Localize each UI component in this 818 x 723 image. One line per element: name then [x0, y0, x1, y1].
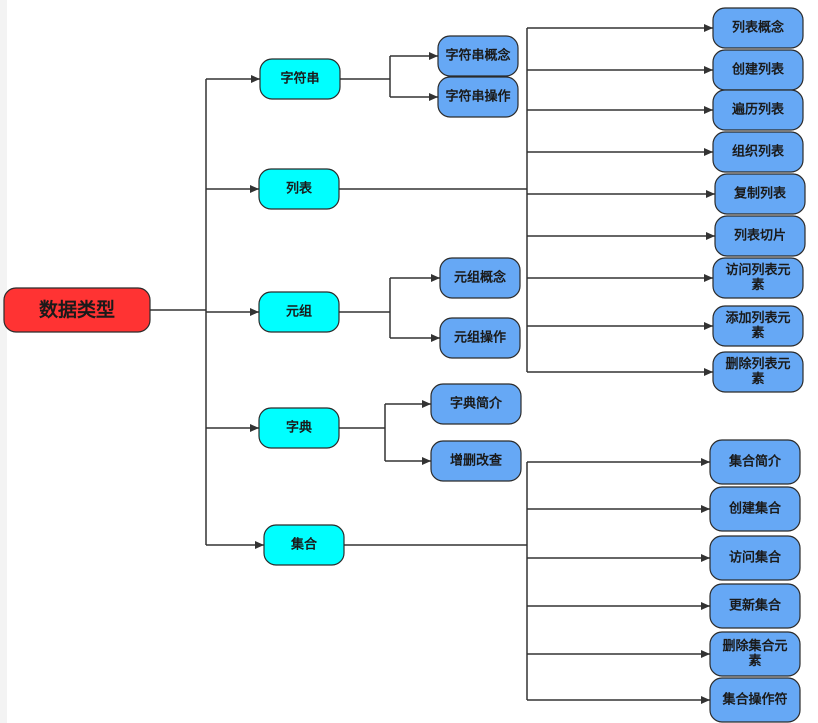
leaf-node[interactable]: 字符串操作 [437, 76, 519, 118]
leaf-node-shape [712, 305, 804, 347]
leaf-node-shape [709, 631, 801, 677]
branch-node-label: 字典 [286, 420, 312, 436]
leaf-node[interactable]: 列表概念 [712, 7, 804, 49]
leaf-node-shape [430, 383, 522, 425]
leaf-node-shape [712, 7, 804, 49]
leaf-node-shape [437, 35, 519, 77]
root-node-shape [3, 287, 151, 333]
leaf-node-label: 遍历列表 [731, 102, 785, 118]
leaf-node-label: 访问集合 [729, 550, 782, 566]
branch-node-shape [263, 524, 345, 566]
leaf-node-label: 删除集合元 [722, 638, 787, 654]
leaf-node[interactable]: 创建集合 [709, 486, 801, 532]
leaf-node-label: 字典简介 [450, 396, 503, 412]
leaf-node-shape [709, 583, 801, 629]
leaf-node[interactable]: 遍历列表 [712, 89, 804, 131]
leaf-node[interactable]: 复制列表 [714, 173, 806, 215]
branch-node[interactable]: 集合 [263, 524, 345, 566]
branch-node-label: 元组 [286, 304, 312, 320]
leaf-node-shape [709, 486, 801, 532]
leaf-node[interactable]: 列表切片 [714, 215, 806, 257]
leaf-node-label: 复制列表 [733, 186, 787, 202]
leaf-node-label: 创建集合 [728, 501, 782, 517]
leaf-node-label: 元组概念 [454, 270, 506, 286]
leaf-node-label: 素 [751, 325, 764, 341]
leaf-node-label: 组织列表 [732, 144, 785, 160]
branch-node[interactable]: 字典 [258, 407, 340, 449]
leaf-node-label: 添加列表元 [725, 310, 790, 326]
leaf-node-label: 增删改查 [450, 453, 503, 469]
leaf-node-shape [712, 131, 804, 173]
branch-node-label: 字符串 [280, 71, 319, 87]
leaf-node[interactable]: 字符串概念 [437, 35, 519, 77]
leaf-node[interactable]: 增删改查 [430, 440, 522, 482]
leaf-node-label: 创建列表 [731, 62, 785, 78]
leaf-node-label: 集合简介 [728, 454, 782, 470]
leaf-node-shape [712, 89, 804, 131]
leaf-node-label: 元组操作 [454, 330, 506, 346]
branch-node-label: 集合 [290, 537, 318, 553]
leaf-node-shape [430, 440, 522, 482]
leaf-node-label: 更新集合 [729, 598, 782, 614]
leaf-node-shape [709, 439, 801, 485]
leaf-node[interactable]: 访问集合 [709, 535, 801, 581]
root-node[interactable]: 数据类型 [3, 287, 151, 333]
connector-lines [150, 24, 715, 704]
leaf-node[interactable]: 集合简介 [709, 439, 801, 485]
leaf-node-label: 素 [751, 371, 764, 387]
leaf-node-label: 素 [748, 653, 761, 669]
leaf-node-shape [712, 351, 804, 393]
leaf-node[interactable]: 创建列表 [712, 49, 804, 91]
leaf-node[interactable]: 更新集合 [709, 583, 801, 629]
branch-node-shape [258, 407, 340, 449]
leaf-node[interactable]: 组织列表 [712, 131, 804, 173]
branch-node-shape [259, 58, 341, 100]
leaf-node[interactable]: 元组操作 [439, 317, 521, 359]
leaf-node-label: 素 [751, 277, 764, 293]
leaf-node-shape [709, 535, 801, 581]
leaf-node-label: 字符串概念 [445, 48, 510, 64]
leaf-node-shape [439, 257, 521, 299]
branch-node[interactable]: 字符串 [259, 58, 341, 100]
leaf-node-shape [712, 257, 804, 299]
branch-node-shape [258, 291, 340, 333]
leaf-node-label: 字符串操作 [445, 89, 510, 105]
leaf-node-shape [709, 677, 801, 723]
branch-node-shape [258, 168, 340, 210]
leaf-node-label: 列表切片 [734, 228, 786, 244]
leaf-node[interactable]: 字典简介 [430, 383, 522, 425]
leaf-node-label: 集合操作符 [721, 692, 787, 708]
branch-node-label: 列表 [286, 181, 313, 197]
leaf-node-label: 访问列表元 [725, 262, 790, 278]
leaf-node-shape [437, 76, 519, 118]
branch-node[interactable]: 元组 [258, 291, 340, 333]
leaf-node-shape [439, 317, 521, 359]
left-margin-strip [0, 0, 7, 723]
leaf-node-label: 删除列表元 [725, 356, 790, 372]
leaf-node[interactable]: 集合操作符 [709, 677, 801, 723]
leaf-node-label: 列表概念 [732, 20, 784, 36]
leaf-node[interactable]: 元组概念 [439, 257, 521, 299]
root-node-label: 数据类型 [39, 298, 115, 321]
leaf-node-shape [714, 173, 806, 215]
leaf-node-shape [714, 215, 806, 257]
branch-node[interactable]: 列表 [258, 168, 340, 210]
